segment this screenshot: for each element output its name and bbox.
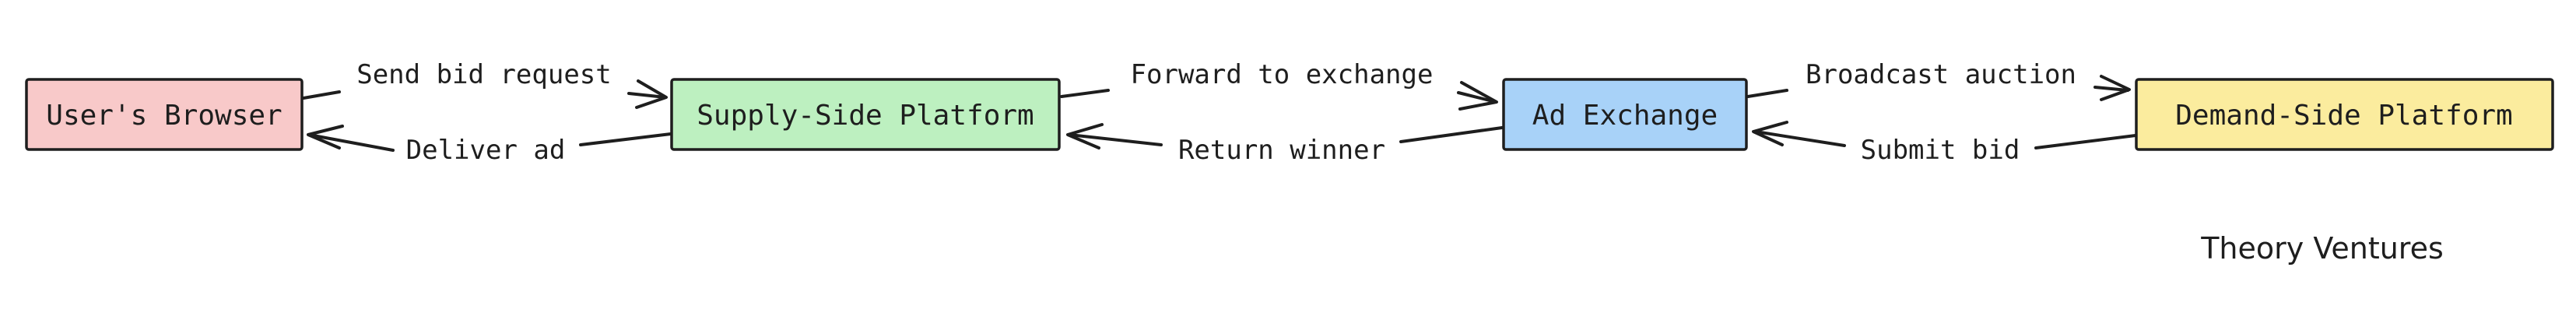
node-demand-side-platform: Demand-Side Platform: [2135, 78, 2554, 151]
edge-broadcast-auction-label: Broadcast auction: [1806, 59, 2076, 90]
edge-forward-to-exchange-arrowhead: [1458, 81, 1498, 111]
edge-submit-bid-line-2: [1754, 130, 1846, 147]
node-ad-exchange-label: Ad Exchange: [1532, 100, 1718, 132]
edge-broadcast-auction-line-2: [2093, 86, 2129, 92]
edge-submit-bid-line: [2034, 134, 2137, 149]
edge-deliver-ad-line: [579, 132, 672, 146]
node-ad-exchange: Ad Exchange: [1502, 78, 1748, 151]
edge-forward-to-exchange: Forward to exchange: [1060, 59, 1498, 111]
edge-return-winner-line: [1399, 126, 1504, 143]
node-users-browser: User's Browser: [25, 78, 304, 151]
edge-send-bid-request: Send bid request: [302, 59, 668, 109]
edge-submit-bid-arrowhead: [1752, 121, 1788, 146]
edge-broadcast-auction: Broadcast auction: [1746, 59, 2131, 101]
edge-forward-to-exchange-line: [1060, 89, 1110, 98]
edge-deliver-ad-label: Deliver ad: [406, 135, 566, 166]
edge-deliver-ad-line-2: [307, 133, 395, 152]
node-users-browser-label: User's Browser: [46, 100, 282, 132]
node-supply-side-platform-label: Supply-Side Platform: [697, 100, 1034, 132]
brand-watermark: Theory Ventures: [2200, 231, 2444, 265]
edge-send-bid-request-line: [302, 90, 341, 100]
edge-forward-to-exchange-label: Forward to exchange: [1131, 59, 1434, 90]
node-supply-side-platform: Supply-Side Platform: [670, 78, 1061, 151]
edge-send-bid-request-label: Send bid request: [356, 59, 612, 90]
edge-submit-bid-label: Submit bid: [1861, 135, 2020, 166]
edge-send-bid-request-arrowhead: [635, 79, 668, 109]
edge-submit-bid: Submit bid: [1752, 121, 2137, 166]
node-ad-exchange-box: [1502, 78, 1748, 151]
node-demand-side-platform-box: [2135, 78, 2554, 151]
node-supply-side-platform-box: [670, 78, 1061, 151]
node-users-browser-box: [25, 78, 304, 151]
edge-broadcast-auction-line: [1746, 89, 1788, 98]
edge-forward-to-exchange-line-2: [1457, 91, 1497, 104]
edge-deliver-ad-arrowhead: [307, 125, 344, 149]
edge-broadcast-auction-arrowhead: [2100, 75, 2131, 101]
edge-return-winner-arrowhead: [1066, 123, 1104, 149]
edge-deliver-ad: Deliver ad: [307, 125, 672, 166]
node-demand-side-platform-label: Demand-Side Platform: [2175, 100, 2512, 132]
edge-return-winner-label: Return winner: [1178, 135, 1385, 166]
edge-return-winner-line-2: [1068, 133, 1163, 146]
edge-send-bid-request-line-2: [627, 92, 667, 99]
edge-return-winner: Return winner: [1066, 123, 1504, 166]
